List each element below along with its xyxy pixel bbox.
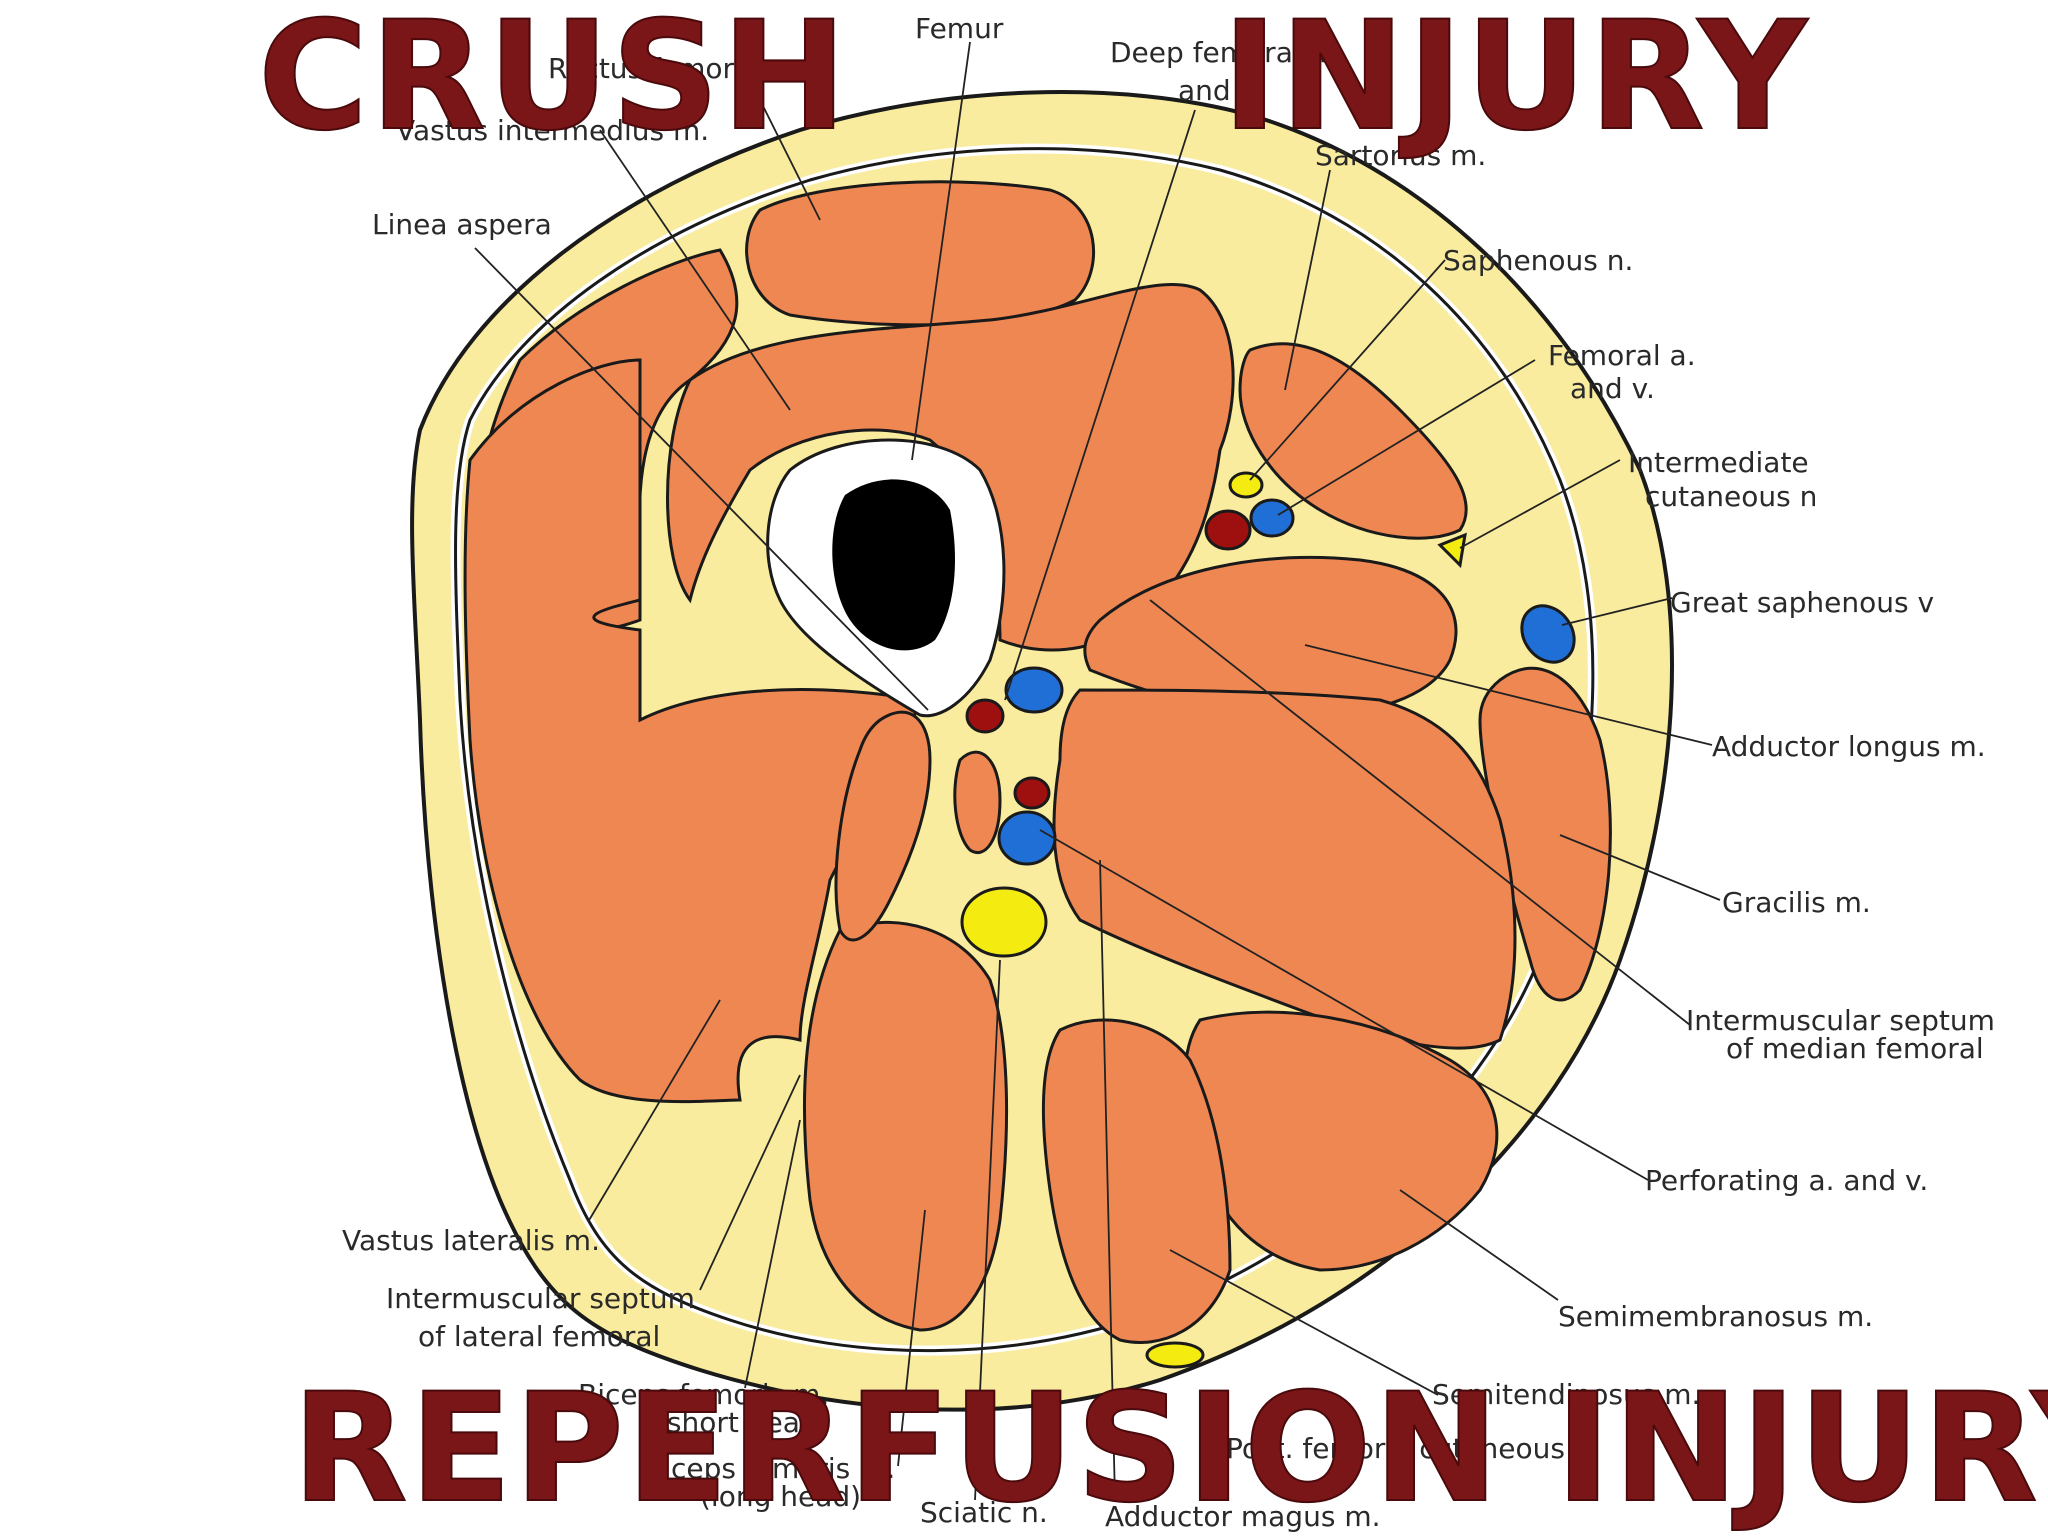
adductor-magnus-muscle — [1052, 688, 1517, 1050]
adductor-longus-muscle — [1083, 556, 1458, 718]
label-sciatic: Sciatic n. — [920, 1496, 1048, 1529]
label-septum-median-2: of median femoral — [1726, 1032, 1984, 1065]
label-semitendinosus: Semitendinosus m. — [1432, 1378, 1700, 1411]
label-biceps-short-2: (short head) — [656, 1406, 829, 1439]
post-femoral-cutaneous-nerve — [1145, 1341, 1205, 1369]
femoral-vein — [1249, 498, 1295, 538]
saphenous-nerve — [1228, 471, 1264, 499]
perforating-vein — [997, 810, 1057, 866]
rectus-femoris-muscle — [745, 180, 1096, 327]
label-semimembranosus: Semimembranosus m. — [1558, 1300, 1873, 1333]
label-post-femoral-cut: Post. femoral cutaneous n. — [1226, 1432, 1601, 1465]
label-vastus-lateralis: Vastus lateralis m. — [342, 1224, 600, 1257]
small-muscle-belly — [953, 750, 1002, 854]
vastus-lateralis-main — [463, 358, 922, 1104]
label-deep-femoral-1: Deep femoral a. — [1110, 36, 1336, 69]
label-femoral-av-1: Femoral a. — [1548, 339, 1696, 372]
leader-lines — [474, 41, 1721, 1501]
label-femoral-av-2: and v. — [1570, 372, 1655, 405]
label-septum-lateral-1: Intermuscular septum — [386, 1282, 695, 1315]
femoral-artery — [1204, 509, 1252, 551]
label-biceps-long-1: Biceps femoris m. — [644, 1452, 895, 1485]
gracilis-muscle — [1478, 666, 1612, 1002]
label-sartorius: Sartorius m. — [1315, 139, 1486, 172]
label-saphenous-n: Saphenous n. — [1443, 244, 1633, 277]
semitendinosus-muscle — [1041, 1018, 1232, 1344]
label-intermediate-cut-1: Intermediate — [1628, 446, 1809, 479]
deep-femoral-vein — [1004, 666, 1064, 714]
title-injury: INJURY — [1222, 0, 1809, 164]
title-crush: CRUSH — [258, 0, 849, 164]
label-intermediate-cut-2: cutaneous n — [1645, 480, 1817, 513]
deep-femoral-artery — [965, 698, 1005, 734]
biceps-femoris-short-head — [834, 710, 932, 942]
label-vastus-intermedius: Vastus intermedius m. — [396, 114, 709, 147]
label-femur: Femur — [915, 12, 1004, 45]
label-biceps-short-1: Biceps femoris m. — [578, 1378, 829, 1411]
label-linea-aspera: Linea aspera — [372, 208, 552, 241]
anatomy-labels: Rectus femoris m. Femur Deep femoral a. … — [342, 12, 1995, 1533]
label-septum-median-1: Intermuscular septum — [1686, 1004, 1995, 1037]
label-adductor-magnus: Adductor magus m. — [1105, 1500, 1381, 1533]
label-gracilis: Gracilis m. — [1722, 886, 1871, 919]
overlay-titles: CRUSH INJURY REPERFUSION INJURY — [257, 0, 2048, 1536]
perforating-artery — [1013, 776, 1051, 810]
label-perforating: Perforating a. and v. — [1645, 1164, 1928, 1197]
sartorius-muscle — [1238, 342, 1468, 540]
label-septum-lateral-2: of lateral femoral — [418, 1320, 660, 1353]
label-adductor-longus: Adductor longus m. — [1712, 730, 1986, 763]
label-rectus-femoris: Rectus femoris m. — [548, 52, 801, 85]
biceps-femoris-long-head — [802, 920, 1009, 1332]
intermediate-cutaneous-nerve — [1437, 532, 1467, 569]
label-deep-femoral-2: and v. — [1178, 74, 1263, 107]
label-great-saphenous: Great saphenous v — [1670, 586, 1934, 619]
label-biceps-long-2: (long head) — [700, 1480, 861, 1513]
sciatic-nerve — [960, 886, 1048, 958]
femur-marrow — [832, 479, 955, 651]
title-reperfusion-injury: REPERFUSION INJURY — [292, 1362, 2048, 1536]
great-saphenous-vein — [1520, 604, 1576, 664]
